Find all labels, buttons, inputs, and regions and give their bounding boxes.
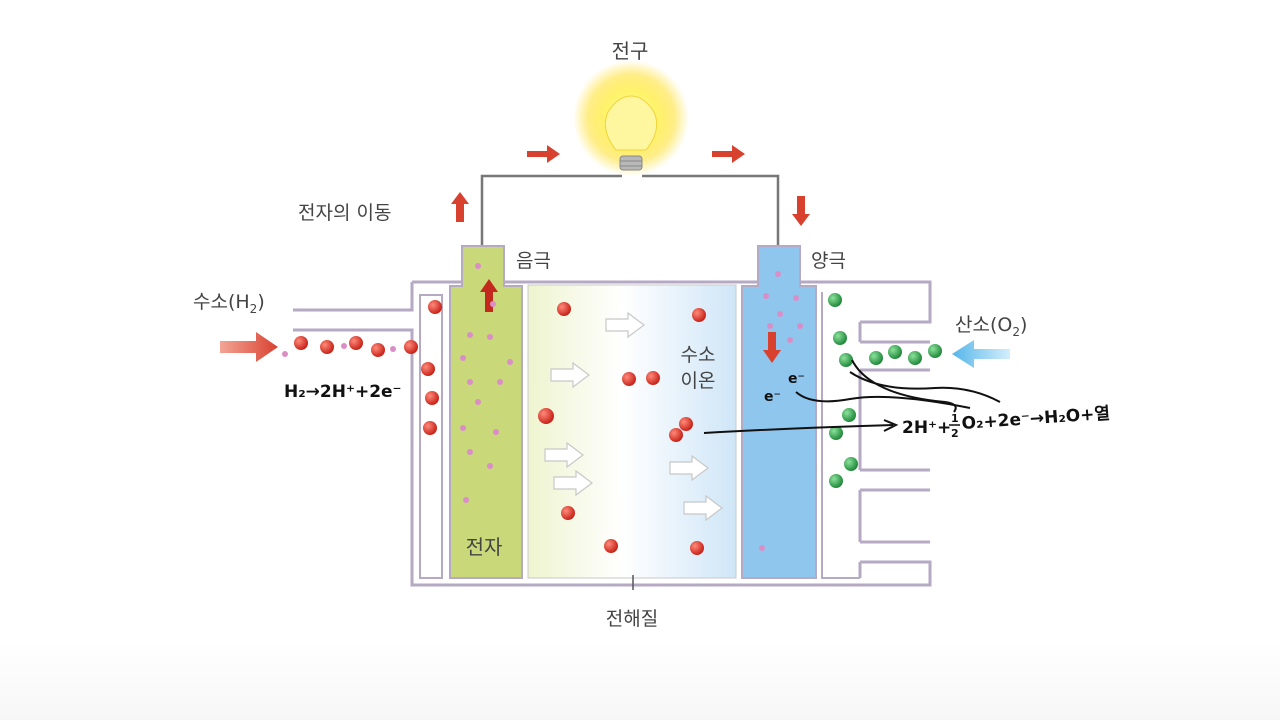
- hydrogen-molecules: [282, 336, 418, 357]
- anode-gap-ions: [421, 300, 442, 435]
- electrolyte-label: 전해질: [606, 608, 658, 630]
- oxygen-molecules: [828, 293, 942, 488]
- bottom-fade: [0, 640, 1280, 720]
- oxygen-label-sub: 2: [1012, 325, 1020, 339]
- arrow-right-icon: [527, 145, 560, 163]
- ion-arrow-head: [883, 419, 899, 432]
- half-denominator: 2: [951, 427, 959, 440]
- hydrogen-label-close: ): [257, 291, 264, 313]
- light-bulb: [573, 60, 689, 176]
- oxygen-inlet-arrow-icon: [952, 340, 1010, 368]
- white-arrow-icon: [550, 361, 590, 389]
- electron-label: 전자: [466, 535, 503, 559]
- bulb-glass: [604, 95, 658, 151]
- ion-arrow-line: [703, 424, 894, 434]
- hydrogen-inlet-arrow-icon: [220, 332, 278, 362]
- electron-symbol-b: e⁻: [788, 371, 805, 387]
- oxygen-label-close: ): [1020, 314, 1027, 336]
- oxygen-label-text: 산소(O: [955, 314, 1012, 336]
- white-arrow-icon: [553, 469, 593, 497]
- electron-curve: [795, 391, 971, 409]
- hydrogen-label-text: 수소(H: [193, 291, 250, 313]
- hydrogen-ion-label-line2: 이온: [681, 370, 716, 392]
- ion-flow-arrows: [544, 311, 723, 522]
- cathode-electrons: [759, 271, 803, 551]
- bulb-label: 전구: [612, 39, 649, 63]
- white-arrow-icon: [683, 494, 723, 522]
- oxygen-label: 산소(O2): [955, 314, 1027, 339]
- cathode-reaction-b: O₂+2e⁻→H₂O+열: [961, 404, 1111, 434]
- oxygen-curve-1: [851, 359, 957, 413]
- anode-electrons: [460, 263, 513, 503]
- anode-reaction: H₂→2H⁺+2e⁻: [284, 382, 402, 402]
- white-arrow-icon: [669, 454, 709, 482]
- half-numerator: 1: [951, 412, 959, 425]
- electrolyte-ions: [538, 302, 706, 555]
- electron-down-arrow-icon: [763, 332, 781, 363]
- cathode-label: 양극: [811, 250, 846, 272]
- hydrogen-label-sub: 2: [250, 302, 258, 316]
- external-wire: [480, 174, 780, 250]
- electron-symbol-a: e⁻: [764, 389, 781, 405]
- arrow-right-icon: [712, 145, 745, 163]
- cathode-reaction-a: 2H⁺+: [902, 418, 951, 438]
- bulb-base: [619, 155, 643, 171]
- anode-electrode: [449, 245, 523, 579]
- oxygen-curve-2: [849, 371, 1001, 403]
- cell-frame: [293, 280, 932, 587]
- arrow-up-icon: [451, 192, 469, 222]
- hydrogen-label: 수소(H2): [193, 291, 265, 316]
- electron-up-arrow-icon: [480, 279, 498, 312]
- cathode-electrode: [741, 245, 817, 579]
- anode-label: 음극: [516, 250, 551, 272]
- white-arrow-icon: [605, 311, 645, 339]
- hydrogen-ion-label-line1: 수소: [681, 344, 716, 366]
- white-arrow-icon: [544, 441, 584, 469]
- current-arrows: [451, 145, 810, 226]
- arrow-down-icon: [792, 196, 810, 226]
- electron-flow-label: 전자의 이동: [298, 202, 391, 224]
